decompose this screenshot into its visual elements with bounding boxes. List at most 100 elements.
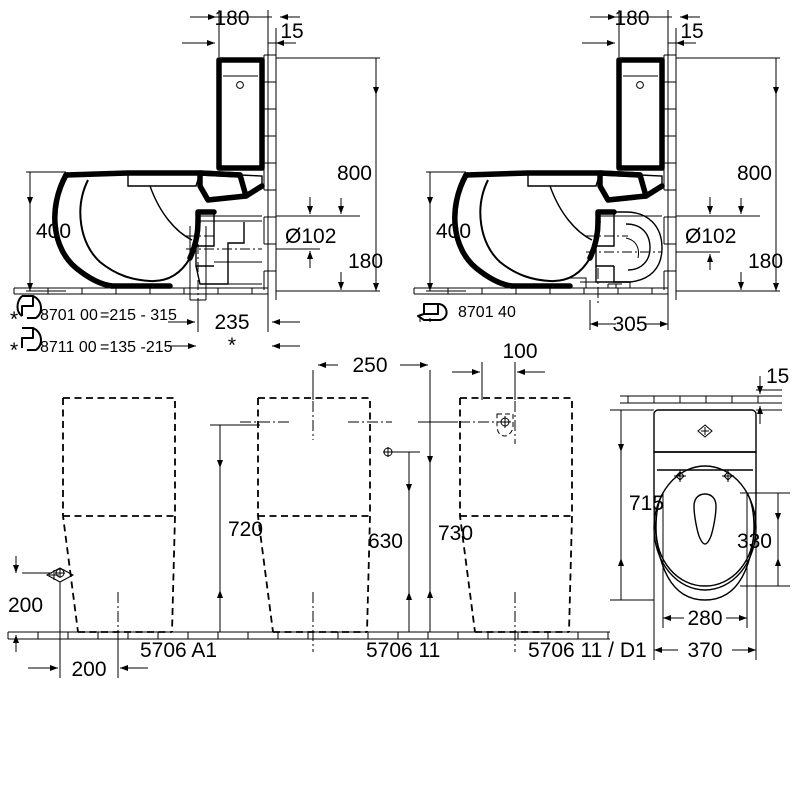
note-8701-40-row: 8701 40 bbox=[417, 303, 516, 322]
dim-label-15-top: 15 bbox=[766, 365, 789, 388]
note-8711-00-row: * 8711 00 =135 -215 bbox=[10, 327, 173, 362]
dim-15-top: 15 bbox=[756, 365, 789, 424]
fixing-hole-left bbox=[674, 470, 686, 482]
label-5706-11-d1: 5706 11 / D1 bbox=[528, 639, 647, 662]
bowl-plan bbox=[653, 452, 757, 601]
dim-330-top: 330 bbox=[737, 492, 790, 587]
outlet-pipe-horizontal-right bbox=[570, 211, 663, 306]
dim-715-top: 715 bbox=[610, 409, 664, 601]
flush-button-icon bbox=[697, 424, 713, 438]
dim-730-d1: 730 bbox=[418, 421, 473, 633]
dim-label-180-left: 180 bbox=[214, 7, 249, 30]
dim-label-370: 370 bbox=[687, 639, 722, 662]
dim-label-630: 630 bbox=[368, 530, 403, 553]
top-view: 15 715 330 280 bbox=[610, 365, 790, 662]
dim-label-800-left: 800 bbox=[337, 162, 372, 185]
dim-15-right: 15 bbox=[582, 20, 704, 46]
side-view-right: 180 15 800 400 bbox=[413, 7, 783, 336]
dim-235-left: 235 * bbox=[168, 300, 300, 357]
dim-180-left: 180 bbox=[190, 7, 300, 57]
fixing-point-11 bbox=[383, 447, 393, 457]
dim-label-star-235: * bbox=[228, 334, 236, 357]
dim-630-11: 630 bbox=[368, 451, 420, 633]
dim-label-330: 330 bbox=[737, 530, 772, 553]
dim-label-d102-right: Ø102 bbox=[685, 225, 736, 248]
dim-label-720: 720 bbox=[228, 518, 263, 541]
floor-line-fv3 bbox=[400, 631, 610, 640]
cistern-plan bbox=[653, 409, 757, 453]
pedestal-outline-d1-left bbox=[459, 398, 476, 633]
dim-180-right: 180 bbox=[590, 7, 700, 57]
dim-720-11: 720 bbox=[210, 424, 263, 633]
dim-305-right: 305 bbox=[589, 300, 669, 336]
pedestal-outline-11-right bbox=[258, 397, 371, 633]
star-icon-1: * bbox=[10, 308, 18, 331]
front-view-a1: 200 200 5706 A1 bbox=[7, 397, 217, 681]
dim-400-left: 400 bbox=[26, 171, 71, 292]
dim-label-800-right: 800 bbox=[737, 162, 772, 185]
wall-right bbox=[663, 28, 677, 300]
note-8701-00-row: * 8701 00 =215 - 315 bbox=[10, 295, 177, 331]
dim-label-280: 280 bbox=[687, 607, 722, 630]
dim-100-d1: 100 bbox=[452, 340, 545, 400]
dim-label-180-right: 180 bbox=[614, 7, 649, 30]
cistern-right bbox=[616, 57, 665, 171]
note-code-8701-00: 8701 00 bbox=[40, 307, 98, 324]
wall-left bbox=[263, 28, 277, 300]
dim-label-200-vert: 200 bbox=[8, 594, 43, 617]
pipe-bend-icon-1 bbox=[21, 295, 34, 316]
label-5706-a1: 5706 A1 bbox=[140, 639, 217, 662]
dim-280-top: 280 bbox=[662, 493, 748, 630]
dim-400-right: 400 bbox=[426, 171, 471, 292]
dim-label-400-right: 400 bbox=[436, 220, 471, 243]
seat-ring-plan bbox=[653, 465, 757, 591]
star-icon-2: * bbox=[10, 339, 18, 362]
dim-label-d102-left: Ø102 bbox=[285, 225, 336, 248]
pedestal-outline-d1-right bbox=[460, 397, 573, 633]
dim-label-250: 250 bbox=[352, 354, 387, 377]
pipe-bend-icon-2 bbox=[21, 327, 34, 348]
cistern-left bbox=[216, 57, 265, 171]
seat-opening bbox=[693, 493, 717, 545]
dim-180b-right: 180 bbox=[676, 198, 783, 292]
dim-370-top: 370 bbox=[653, 452, 757, 662]
floor-line-fv1 bbox=[7, 631, 200, 640]
toilet-bowl-right bbox=[452, 170, 665, 289]
pedestal-outline-a1-left bbox=[62, 398, 79, 633]
dim-label-100: 100 bbox=[502, 340, 537, 363]
fixing-hole-right bbox=[722, 470, 734, 482]
dim-d102-right: Ø102 bbox=[676, 197, 736, 270]
dim-label-15-left: 15 bbox=[280, 20, 303, 43]
dim-200-vert-a1: 200 bbox=[8, 556, 43, 652]
dim-250-11: 250 bbox=[312, 354, 431, 452]
dim-label-305-right: 305 bbox=[612, 313, 647, 336]
dim-180b-left: 180 bbox=[276, 198, 383, 292]
floor-line-fv2 bbox=[200, 631, 400, 640]
outlet-pipe-vertical-left bbox=[186, 212, 262, 301]
dim-label-400-left: 400 bbox=[36, 220, 71, 243]
outlet-marker-d1 bbox=[496, 413, 514, 437]
dim-label-180b-right: 180 bbox=[748, 250, 783, 273]
dim-15-left: 15 bbox=[182, 20, 304, 46]
dim-label-200-horiz: 200 bbox=[71, 658, 106, 681]
dim-label-730: 730 bbox=[438, 522, 473, 545]
note-value-8701-00: =215 - 315 bbox=[100, 307, 177, 324]
wall-top-view bbox=[620, 395, 782, 404]
pedestal-outline-a1-right bbox=[63, 397, 176, 633]
side-view-left: 180 15 800 400 bbox=[10, 7, 383, 362]
note-value-8711-00: =135 -215 bbox=[100, 339, 173, 356]
note-code-8711-00: 8711 00 bbox=[40, 339, 97, 356]
dim-200-horiz-a1: 200 bbox=[28, 582, 148, 681]
front-view-11-d1: 100 730 5706 11 / D1 bbox=[400, 340, 647, 662]
dim-label-180b-left: 180 bbox=[348, 250, 383, 273]
pedestal-outline-11-left bbox=[257, 398, 274, 633]
front-view-11: 250 720 630 5706 11 bbox=[200, 354, 440, 662]
dim-label-715: 715 bbox=[629, 492, 664, 515]
note-code-8701-40: 8701 40 bbox=[458, 304, 516, 321]
label-5706-11: 5706 11 bbox=[366, 639, 440, 662]
dim-label-235-left: 235 bbox=[214, 311, 249, 334]
dim-d102-left: Ø102 bbox=[276, 197, 336, 268]
pipe-outlet-icon bbox=[423, 303, 439, 315]
